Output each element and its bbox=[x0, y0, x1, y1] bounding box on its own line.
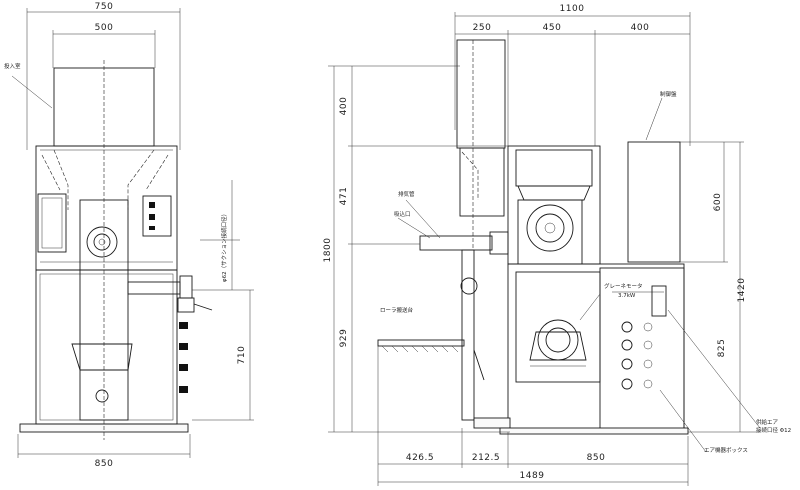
side-dim-bottom-seg-1: 426.5 bbox=[406, 453, 434, 463]
front-control-block bbox=[142, 195, 172, 237]
side-label-motor-kw: 3.7kW bbox=[618, 293, 636, 299]
side-dim-right-1420: 1420 bbox=[737, 278, 747, 303]
side-dim-bottom-seg-3: 850 bbox=[587, 453, 606, 463]
side-dim-bottom-seg-2: 212.5 bbox=[472, 453, 500, 463]
front-dim-overall-top: 750 bbox=[95, 2, 114, 12]
side-label-air-supply-spec: 接続口径 Φ12 bbox=[756, 426, 791, 434]
side-label-discharge-pipe: 排気管 bbox=[398, 190, 415, 198]
side-label-intake: 吸込口 bbox=[394, 210, 411, 218]
side-dim-right-825: 825 bbox=[717, 339, 727, 358]
side-label-air-box: エア機器ボックス bbox=[704, 446, 748, 454]
side-dim-left-seg-1: 400 bbox=[339, 97, 349, 116]
front-dim-upper-top: 500 bbox=[95, 23, 114, 33]
front-dim-bottom-width: 850 bbox=[95, 459, 114, 469]
side-roller-conveyor bbox=[377, 339, 465, 347]
front-valve-3 bbox=[179, 364, 188, 371]
side-dim-top-seg-2: 450 bbox=[543, 23, 562, 33]
front-view: 750 500 850 710 投入室 φ62（サクション接続口径） bbox=[4, 2, 254, 469]
side-button-2 bbox=[621, 339, 633, 351]
side-control-box bbox=[627, 141, 681, 263]
side-dim-top-seg-1: 250 bbox=[473, 23, 492, 33]
side-dim-top-seg-3: 400 bbox=[631, 23, 650, 33]
side-grinder-motor bbox=[537, 319, 579, 361]
side-dim-left-seg-2: 471 bbox=[339, 187, 349, 206]
side-dim-right-600: 600 bbox=[713, 193, 723, 212]
side-label-grinder-motor: グレーネモータ bbox=[604, 282, 643, 290]
side-dim-left-seg-3: 929 bbox=[339, 329, 349, 348]
side-left-column bbox=[461, 249, 475, 421]
front-outlet-pipe bbox=[127, 281, 181, 295]
side-lower-cabinet bbox=[507, 263, 685, 433]
side-label-control-box: 制御盤 bbox=[660, 90, 677, 98]
front-valve-1 bbox=[179, 322, 188, 329]
side-upper-hopper bbox=[456, 39, 506, 149]
side-button-1 bbox=[621, 321, 633, 333]
front-valve-4 bbox=[179, 386, 188, 393]
front-label-side-diameter: φ62（サクション接続口径） bbox=[220, 211, 228, 282]
side-button-4 bbox=[621, 378, 633, 390]
front-rotor bbox=[86, 226, 118, 258]
front-dim-right-height: 710 bbox=[237, 346, 247, 365]
front-valve-2 bbox=[179, 343, 188, 350]
side-dim-overall-top: 1100 bbox=[560, 4, 585, 14]
side-label-roller-conveyor: ローラ搬送台 bbox=[380, 306, 414, 314]
front-cabinet bbox=[35, 145, 178, 425]
front-lower-bowl bbox=[71, 343, 133, 371]
side-view: 1100 250 450 400 1800 400 471 929 600 14… bbox=[323, 4, 791, 486]
side-intake-pipe bbox=[419, 235, 493, 251]
side-dim-bottom-total: 1489 bbox=[520, 471, 545, 481]
side-dim-left-total: 1800 bbox=[323, 238, 333, 263]
side-label-air-supply: 供給エア bbox=[756, 418, 779, 426]
front-label-hopper: 投入室 bbox=[4, 62, 21, 70]
side-grinder-rotor bbox=[526, 204, 574, 252]
side-button-3 bbox=[621, 358, 633, 370]
